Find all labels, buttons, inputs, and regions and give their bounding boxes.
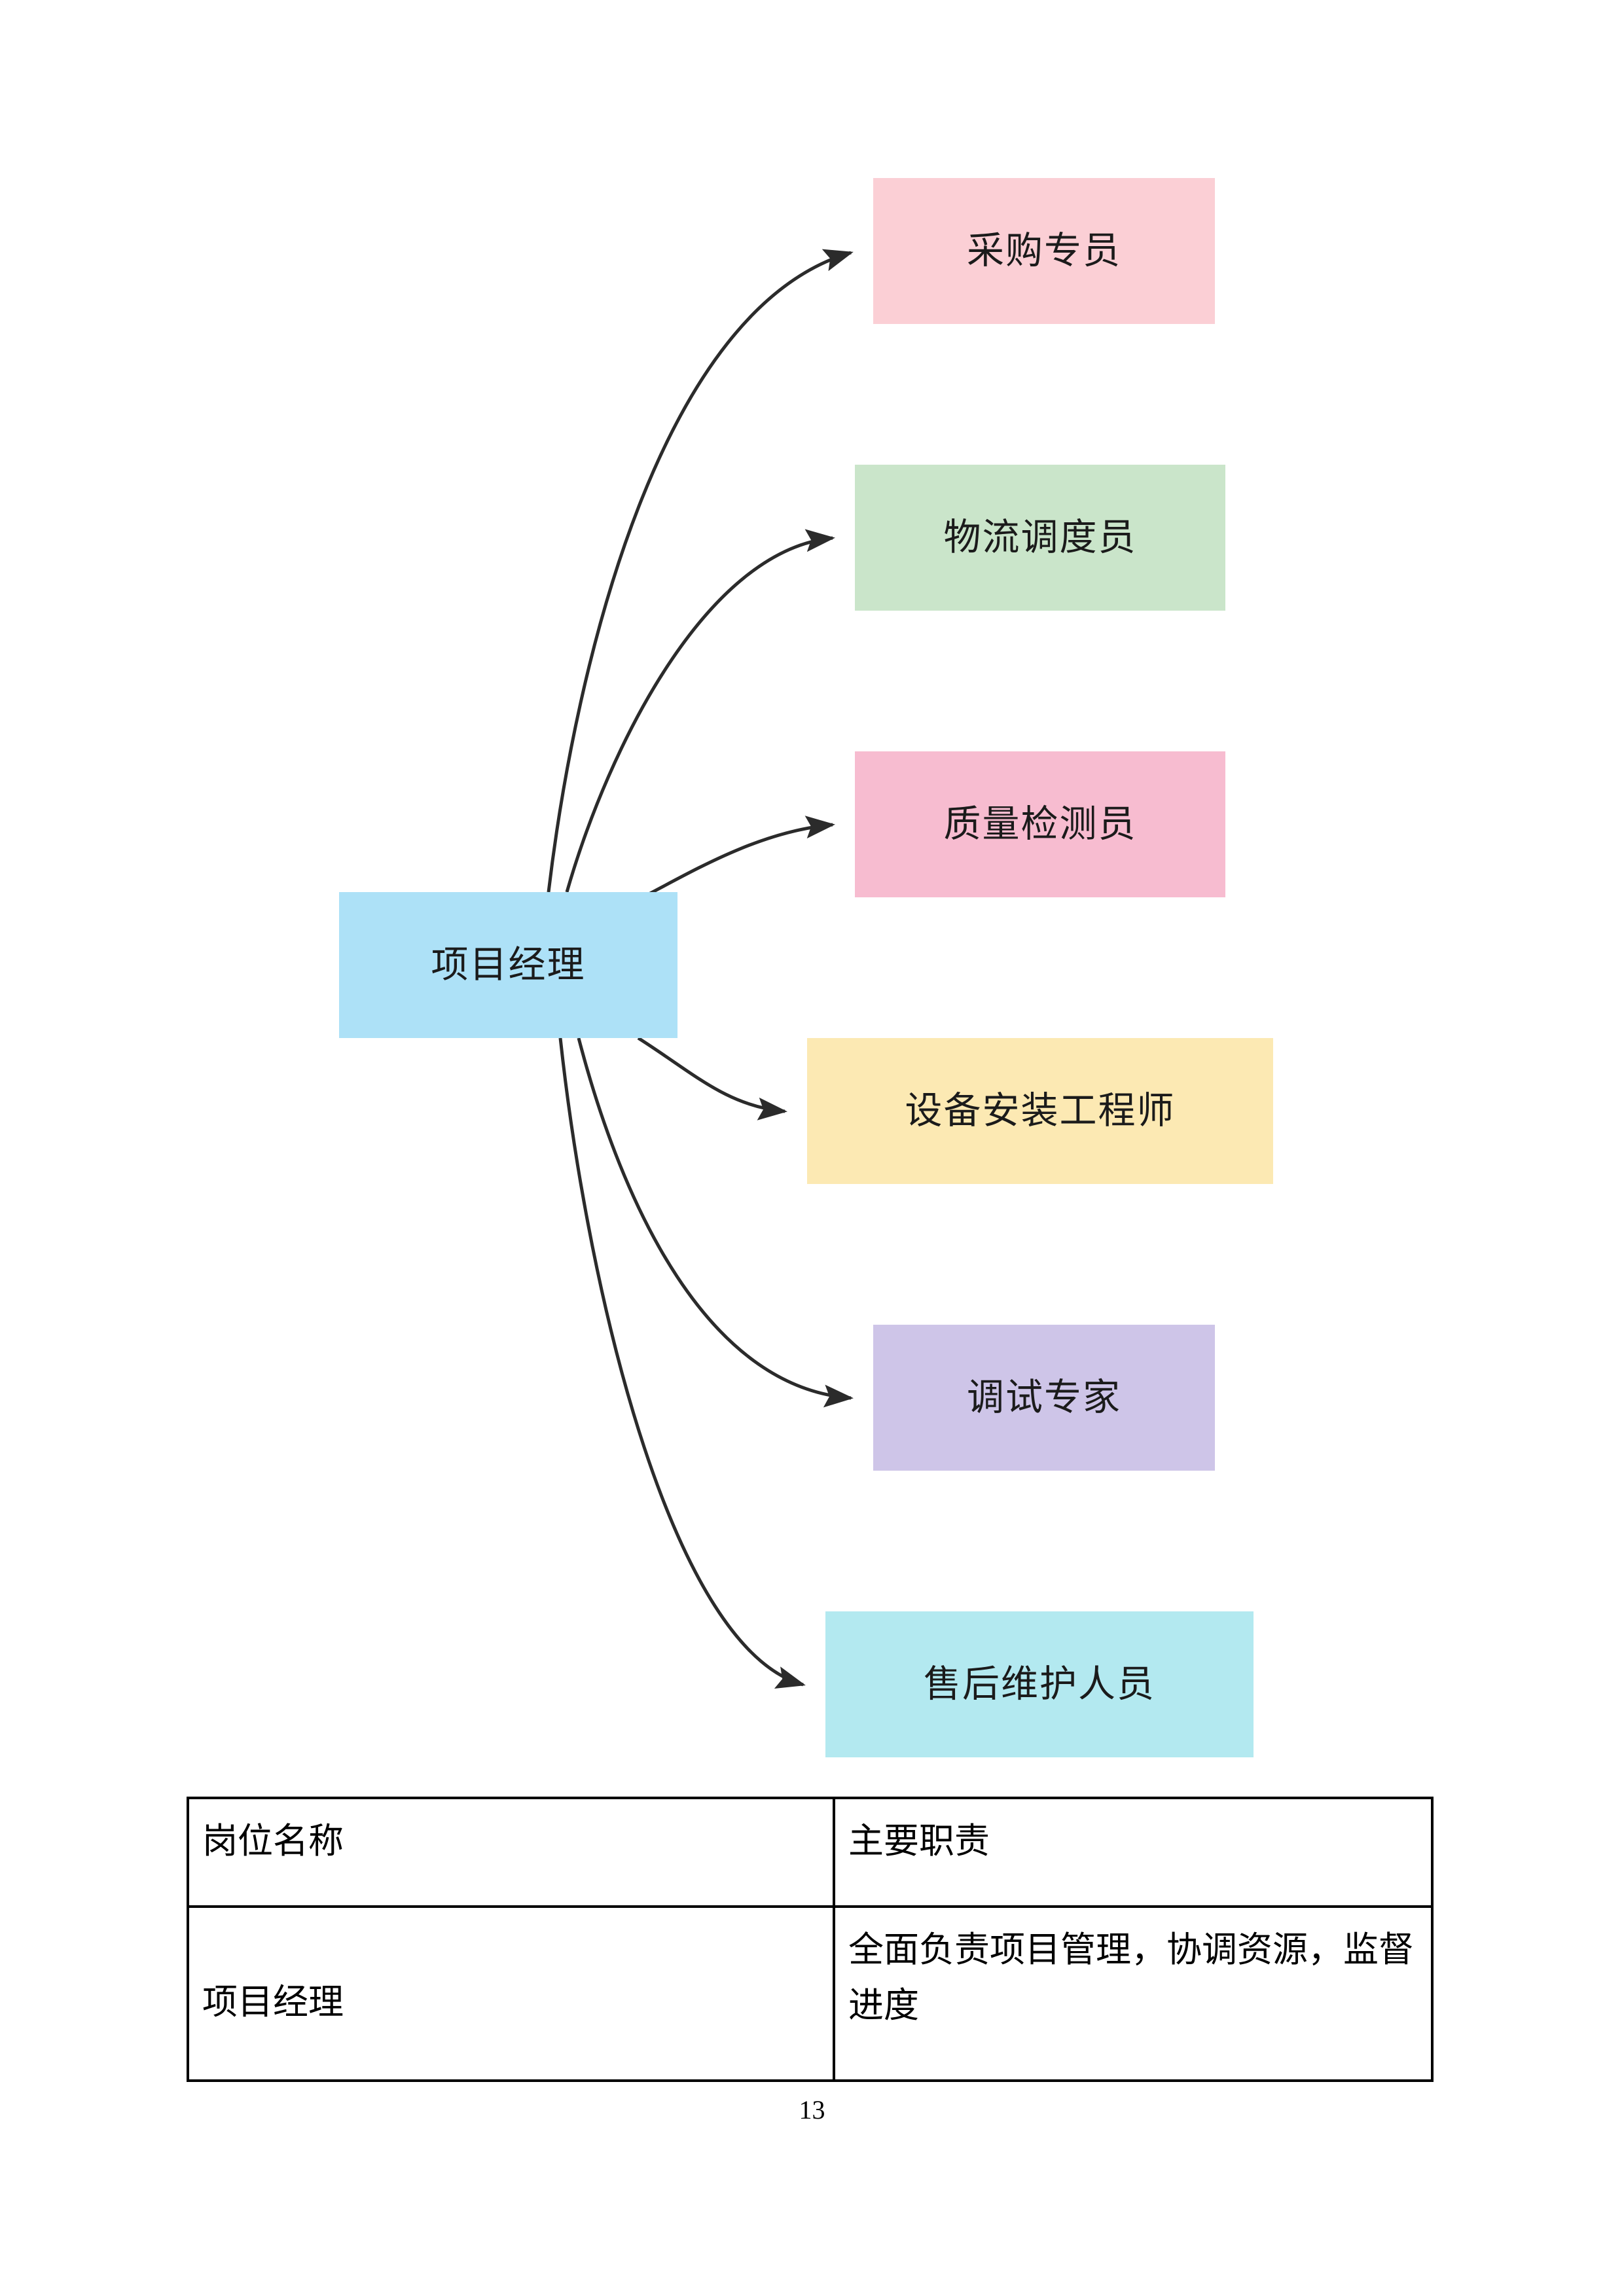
page-number: 13 [799,2095,825,2125]
flow-node-label: 质量检测员 [943,803,1137,846]
table-header-cell-position-name: 岗位名称 [187,1797,835,1908]
flow-node-project-manager[interactable]: 项目经理 [339,892,677,1038]
flowchart-edge-layer [547,249,854,1689]
table-header-row: 岗位名称 主要职责 [187,1797,1434,1908]
table-row: 项目经理 全面负责项目管理，协调资源，监督进度 [187,1905,1434,2082]
flow-node-label: 物流调度员 [943,516,1137,559]
edge-to-采购专员 [547,249,854,893]
edge-to-设备安装工程师 [637,1036,787,1121]
flow-node-commissioning-expert[interactable]: 调试专家 [873,1325,1215,1471]
flow-node-label: 售后维护人员 [924,1663,1155,1706]
table-cell-value: 项目经理 [202,1982,344,2022]
role-responsibility-table: 岗位名称 主要职责 项目经理 全面负责项目管理，协调资源，监督进度 [187,1797,1434,2082]
edge-to-质量检测员 [640,816,835,900]
table-header-label: 主要职责 [848,1821,990,1861]
flow-node-procurement-specialist[interactable]: 采购专员 [873,178,1215,324]
flow-node-label: 设备安装工程师 [905,1090,1176,1132]
flow-node-label: 采购专员 [967,230,1121,272]
table-header-label: 岗位名称 [202,1821,344,1861]
flow-node-quality-inspector[interactable]: 质量检测员 [855,751,1225,897]
flow-node-label: 调试专家 [967,1376,1121,1419]
flow-node-label: 项目经理 [431,944,586,986]
table-cell-main-duties: 全面负责项目管理，协调资源，监督进度 [833,1905,1434,2082]
table-cell-value: 全面负责项目管理，协调资源，监督进度 [848,1930,1414,2026]
org-flowchart: 项目经理 采购专员 物流调度员 质量检测员 设备安装工程师 调试专家 售后维护人… [339,178,1273,1757]
flow-node-logistics-dispatcher[interactable]: 物流调度员 [855,465,1225,611]
flow-node-equipment-installation-engineer[interactable]: 设备安装工程师 [807,1038,1273,1184]
flow-node-after-sales-maintenance-staff[interactable]: 售后维护人员 [825,1611,1254,1757]
edge-to-售后维护人员 [558,1037,806,1689]
table-cell-position-name: 项目经理 [187,1905,835,2082]
edge-to-物流调度员 [565,529,835,893]
table-header-cell-main-duties: 主要职责 [833,1797,1434,1908]
